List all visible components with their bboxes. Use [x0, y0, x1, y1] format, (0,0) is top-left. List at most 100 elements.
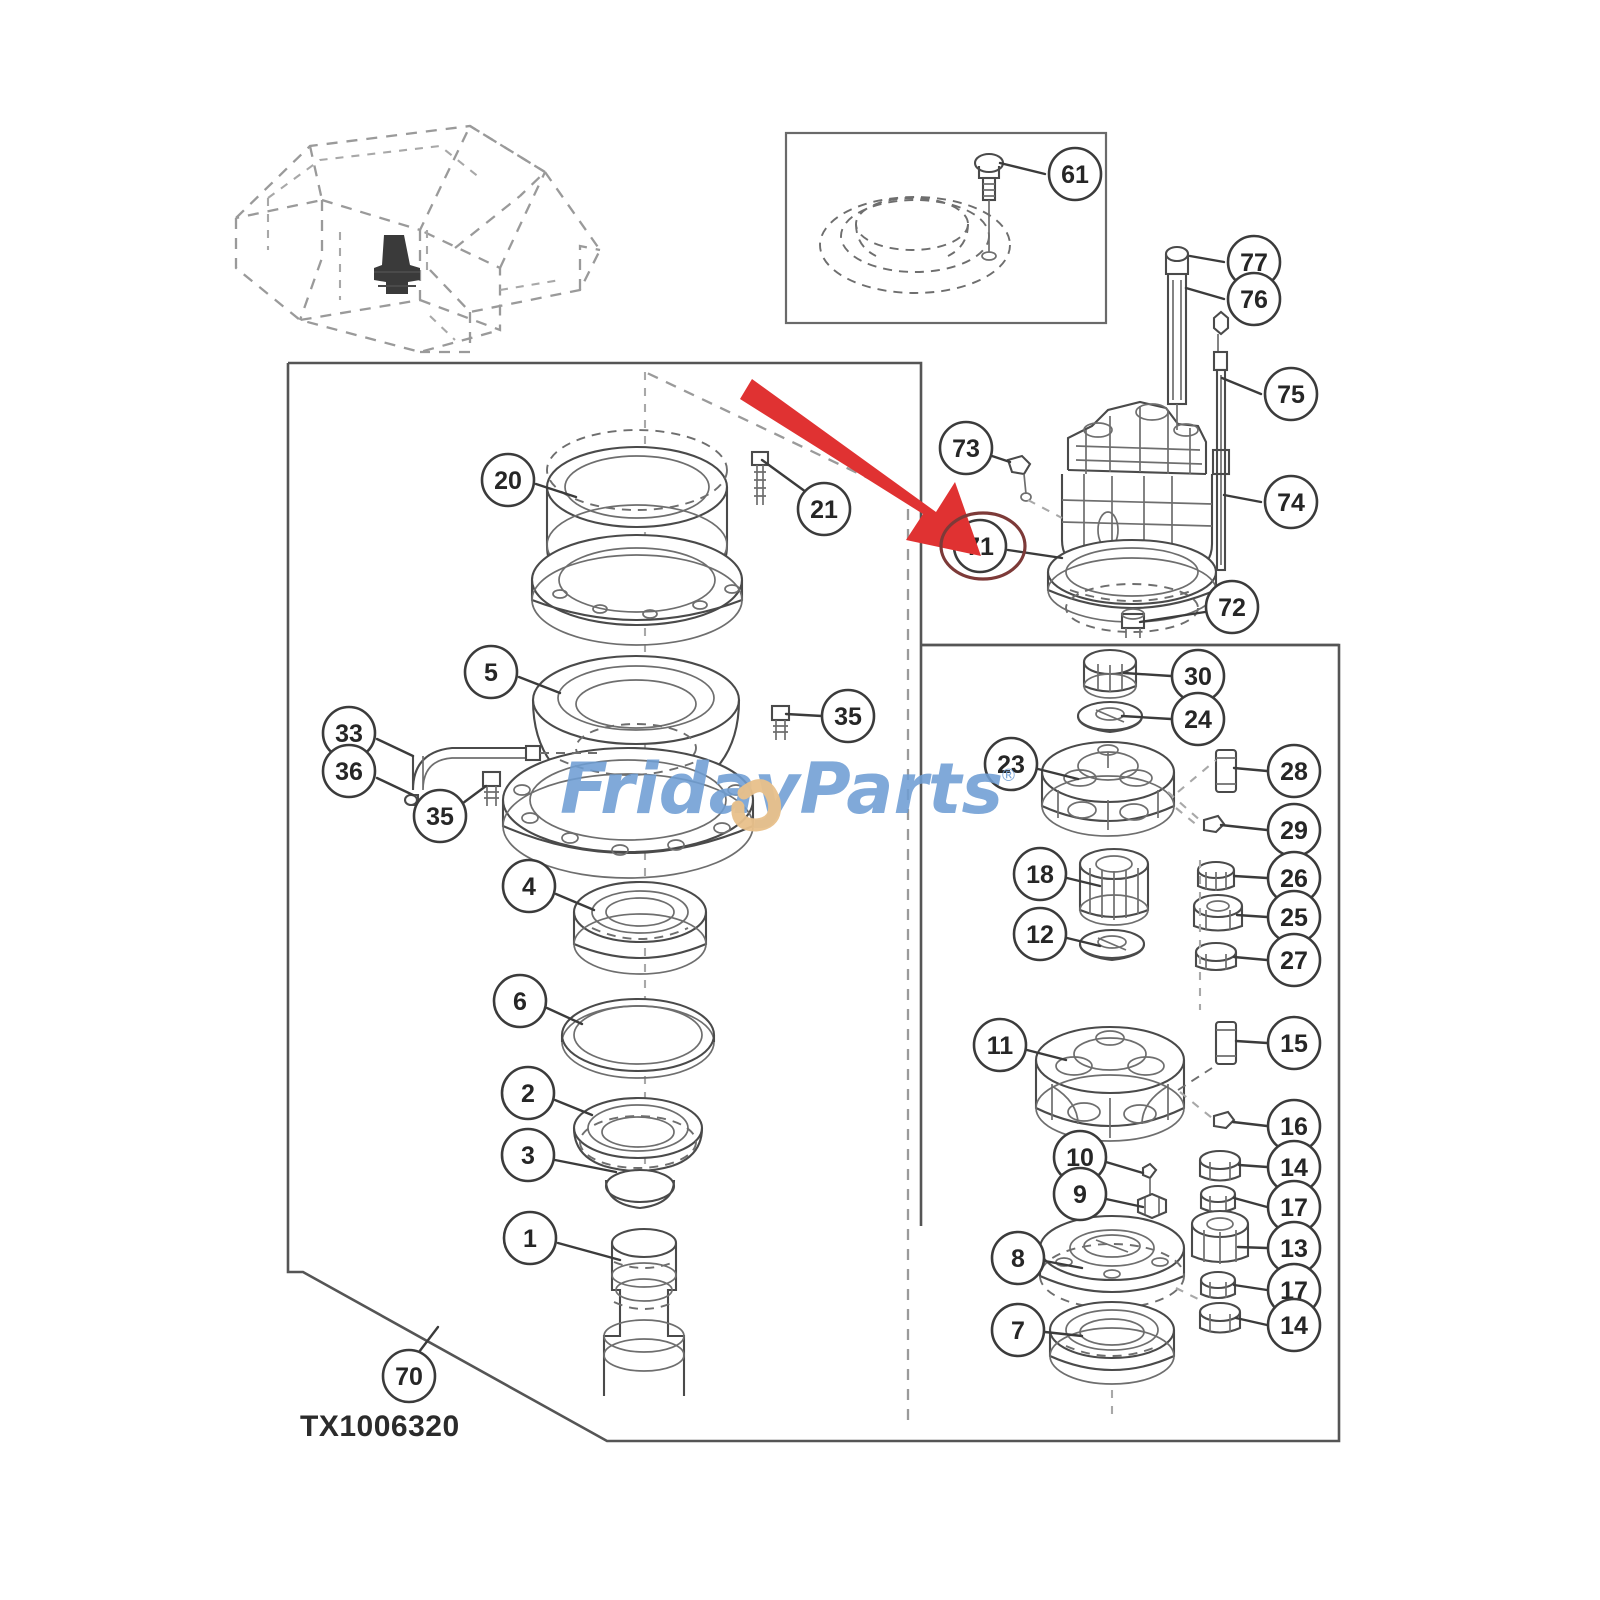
callout-leader-line: [1104, 1197, 1145, 1209]
callout-1[interactable]: 1: [502, 1210, 622, 1266]
part-14-bearing-b: [1198, 1301, 1242, 1334]
callout-70[interactable]: 70: [381, 1325, 440, 1404]
callout-number: 14: [1280, 1154, 1308, 1182]
part-72-bolt: [1120, 608, 1146, 638]
callout-bubble[interactable]: [990, 1230, 1046, 1286]
callout-8[interactable]: 8: [990, 1230, 1084, 1286]
right-exploded-dashed-connectors: [1110, 759, 1217, 1420]
callout-bubble[interactable]: [1012, 846, 1068, 902]
callout-35[interactable]: 35: [784, 688, 876, 744]
callout-bubble[interactable]: [1266, 932, 1322, 988]
callout-14[interactable]: 14: [1234, 1297, 1322, 1353]
callout-18[interactable]: 18: [1012, 846, 1102, 902]
callout-73[interactable]: 73: [938, 420, 1012, 476]
callout-6[interactable]: 6: [492, 973, 584, 1029]
part-18-sun-gear: [1078, 847, 1150, 926]
callout-7[interactable]: 7: [990, 1302, 1084, 1358]
callout-9[interactable]: 9: [1052, 1166, 1145, 1222]
callout-36[interactable]: 36: [321, 743, 415, 799]
callout-13[interactable]: 13: [1236, 1220, 1322, 1276]
callout-bubble[interactable]: [381, 1348, 437, 1404]
callout-26[interactable]: 26: [1232, 850, 1322, 906]
callout-leader-line: [1065, 876, 1102, 888]
callout-35[interactable]: 35: [412, 784, 488, 844]
callout-leader-line: [554, 892, 596, 912]
callout-27[interactable]: 27: [1232, 932, 1322, 988]
part-28-pin: [1214, 748, 1238, 794]
callout-75[interactable]: 75: [1220, 366, 1319, 422]
callout-bubble[interactable]: [1012, 906, 1068, 962]
callout-number: 8: [1011, 1245, 1025, 1273]
callout-leader-line: [417, 1325, 440, 1354]
callout-leader-line: [1104, 1160, 1145, 1175]
part-24-washer: [1076, 700, 1144, 734]
callout-bubble[interactable]: [1263, 474, 1319, 530]
part-7-bearing: [1048, 1300, 1176, 1385]
part-33-pipe: [411, 744, 600, 791]
callout-number: 4: [522, 873, 536, 901]
callout-bubble[interactable]: [1266, 1015, 1322, 1071]
callout-24[interactable]: 24: [1120, 691, 1226, 747]
callout-17[interactable]: 17: [1232, 1179, 1322, 1235]
callout-bubble[interactable]: [502, 1210, 558, 1266]
part-16-pin: [1179, 1091, 1236, 1130]
callout-leader-line: [1234, 1039, 1269, 1045]
callout-leader-line: [1138, 610, 1207, 624]
callout-2[interactable]: 2: [500, 1065, 594, 1121]
callout-28[interactable]: 28: [1232, 743, 1322, 799]
callout-leader-line: [998, 161, 1047, 176]
callout-bubble[interactable]: [480, 452, 536, 508]
callout-bubble[interactable]: [796, 481, 852, 537]
callout-20[interactable]: 20: [480, 452, 578, 508]
callout-29[interactable]: 29: [1219, 802, 1322, 858]
callout-leader-line: [375, 737, 415, 758]
callout-3[interactable]: 3: [500, 1127, 618, 1183]
callout-leader-line: [553, 1098, 594, 1117]
callout-bubble[interactable]: [990, 1302, 1046, 1358]
callout-5[interactable]: 5: [463, 644, 562, 700]
callout-bubble[interactable]: [938, 420, 994, 476]
callout-leader-line: [1232, 766, 1269, 773]
callout-bubble[interactable]: [972, 1017, 1028, 1073]
part-4-bearing: [572, 880, 708, 975]
callout-15[interactable]: 15: [1234, 1015, 1322, 1071]
callout-bubble[interactable]: [983, 736, 1039, 792]
callout-23[interactable]: 23: [983, 736, 1080, 792]
callout-leader-line: [1234, 1316, 1269, 1327]
callout-bubble[interactable]: [1052, 1166, 1108, 1222]
callout-30[interactable]: 30: [1122, 648, 1226, 704]
callout-number: 70: [395, 1363, 423, 1391]
part-25-spacer: [1192, 893, 1244, 932]
callout-bubble[interactable]: [1170, 691, 1226, 747]
callout-11[interactable]: 11: [972, 1017, 1068, 1073]
part-71-swing-motor-assembly: [1046, 400, 1218, 633]
callout-bubble[interactable]: [501, 858, 557, 914]
callout-61[interactable]: 61: [998, 146, 1103, 202]
highlight-ellipse: [939, 511, 1027, 581]
callout-bubble[interactable]: [1047, 146, 1103, 202]
callout-bubble[interactable]: [1263, 366, 1319, 422]
callout-bubble[interactable]: [500, 1127, 556, 1183]
callout-bubble[interactable]: [463, 644, 519, 700]
callout-number: 72: [1218, 594, 1246, 622]
callout-bubble[interactable]: [1266, 1297, 1322, 1353]
callout-leader-line: [1232, 955, 1269, 962]
callout-bubble[interactable]: [500, 1065, 556, 1121]
callout-bubble[interactable]: [820, 688, 876, 744]
callout-74[interactable]: 74: [1222, 474, 1319, 530]
callout-bubble[interactable]: [1266, 743, 1322, 799]
callout-number: 74: [1277, 489, 1305, 517]
callout-72[interactable]: 72: [1138, 579, 1260, 635]
callout-bubble[interactable]: [412, 788, 468, 844]
callout-76[interactable]: 76: [1184, 271, 1282, 327]
part-23-planetary-carrier: [1040, 740, 1176, 837]
callout-bubble[interactable]: [321, 743, 377, 799]
callout-12[interactable]: 12: [1012, 906, 1102, 962]
callout-4[interactable]: 4: [501, 858, 596, 914]
callout-bubble[interactable]: [1204, 579, 1260, 635]
callout-bubble[interactable]: [492, 973, 548, 1029]
callout-25[interactable]: 25: [1235, 889, 1322, 945]
callout-leader-line: [1122, 671, 1173, 678]
callout-21[interactable]: 21: [760, 458, 852, 537]
callout-bubble[interactable]: [1226, 271, 1282, 327]
